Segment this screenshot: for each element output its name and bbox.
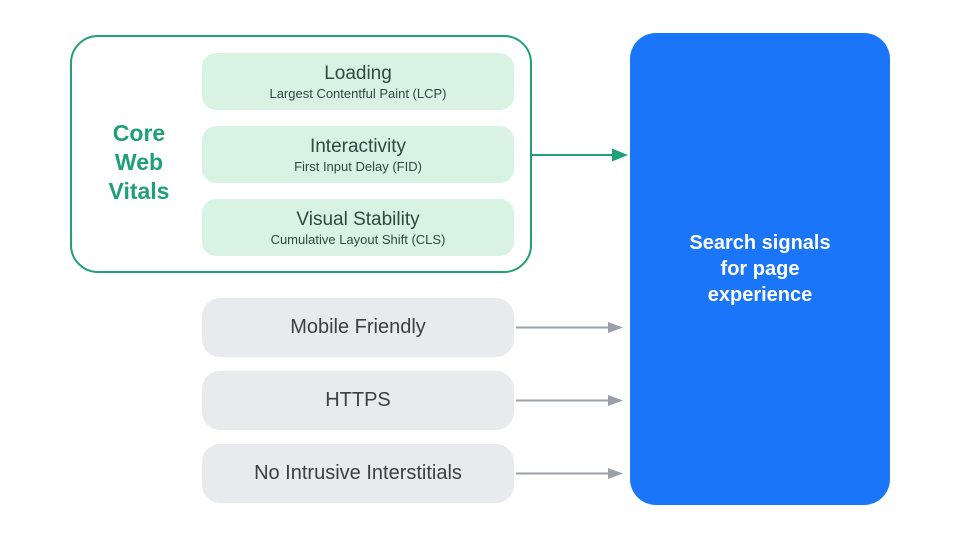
- vital-box-interactivity: Interactivity First Input Delay (FID): [202, 126, 514, 183]
- signal-label-no-intrusive-interstitials: No Intrusive Interstitials: [254, 462, 462, 484]
- search-signals-label: Search signals for page experience: [689, 232, 831, 306]
- arrow-https: [516, 395, 623, 406]
- signal-box-https: HTTPS: [202, 371, 514, 430]
- arrow-mobile-friendly: [516, 322, 623, 333]
- signal-box-mobile-friendly: Mobile Friendly: [202, 298, 514, 357]
- vital-subtitle-cls: Cumulative Layout Shift (CLS): [270, 231, 446, 247]
- signal-box-no-intrusive-interstitials: No Intrusive Interstitials: [202, 444, 514, 503]
- vital-subtitle-lcp: Largest Contentful Paint (LCP): [269, 85, 447, 101]
- vital-title-loading: Loading: [324, 62, 392, 84]
- search-signals-box: Search signals for page experience: [630, 33, 890, 505]
- vital-box-loading: Loading Largest Contentful Paint (LCP): [202, 53, 514, 110]
- vital-box-visual-stability: Visual Stability Cumulative Layout Shift…: [202, 199, 514, 256]
- vital-title-visual-stability: Visual Stability: [296, 208, 420, 230]
- vital-subtitle-fid: First Input Delay (FID): [294, 158, 422, 174]
- arrow-core-web-vitals: [532, 148, 628, 162]
- arrow-no-intrusive-interstitials: [516, 468, 623, 479]
- vital-title-interactivity: Interactivity: [309, 135, 407, 157]
- core-web-vitals-label: Core Web Vitals: [108, 120, 170, 204]
- signal-label-mobile-friendly: Mobile Friendly: [290, 316, 426, 338]
- signal-label-https: HTTPS: [325, 389, 391, 411]
